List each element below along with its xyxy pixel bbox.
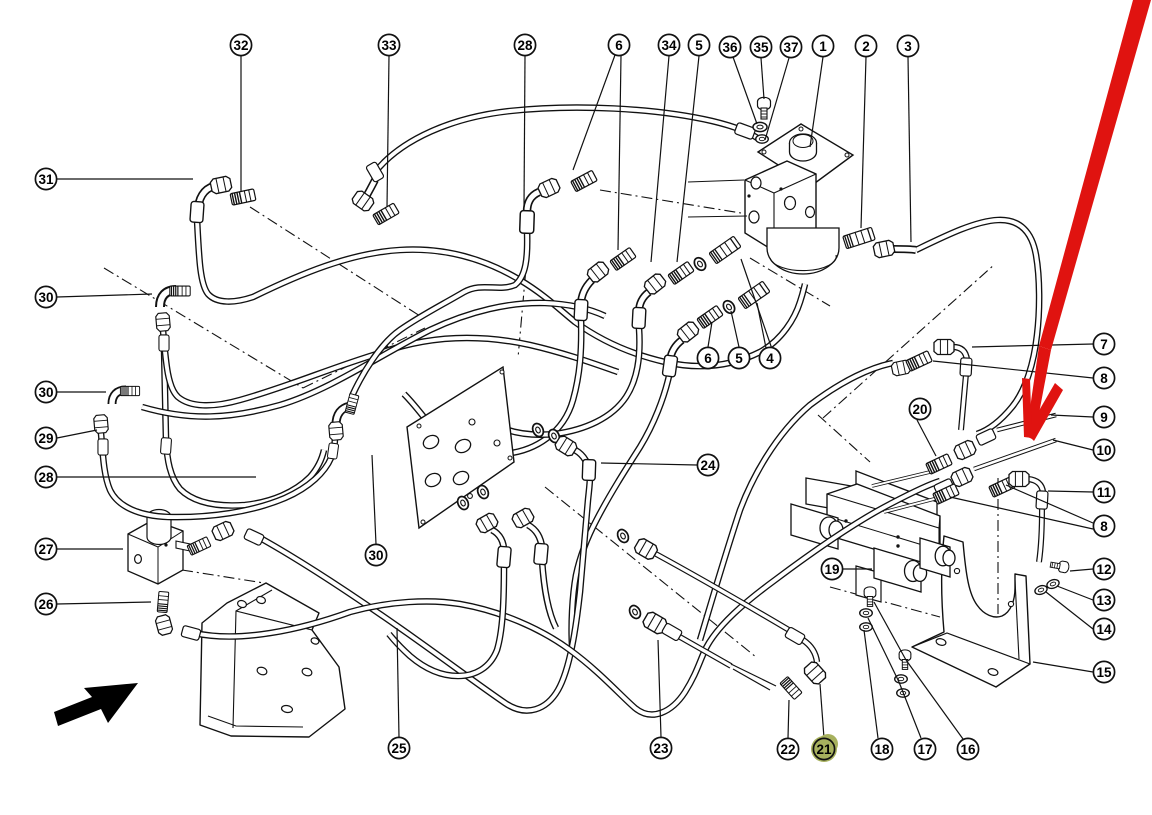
- svg-text:32: 32: [233, 38, 248, 53]
- svg-text:18: 18: [874, 742, 890, 757]
- svg-text:6: 6: [615, 38, 623, 53]
- svg-text:26: 26: [38, 597, 54, 612]
- svg-text:36: 36: [722, 40, 738, 55]
- svg-text:28: 28: [38, 470, 54, 485]
- svg-text:3: 3: [904, 39, 912, 54]
- svg-text:27: 27: [38, 542, 53, 557]
- svg-text:31: 31: [38, 172, 54, 187]
- svg-text:10: 10: [1096, 443, 1111, 458]
- svg-text:11: 11: [1097, 485, 1112, 500]
- svg-text:5: 5: [695, 38, 703, 53]
- svg-text:6: 6: [704, 351, 712, 366]
- svg-text:7: 7: [1100, 337, 1108, 352]
- svg-text:23: 23: [653, 741, 669, 756]
- svg-text:9: 9: [1100, 410, 1108, 425]
- svg-text:29: 29: [38, 431, 53, 446]
- svg-text:2: 2: [862, 39, 870, 54]
- svg-text:1: 1: [819, 39, 827, 54]
- svg-text:22: 22: [780, 742, 795, 757]
- svg-text:28: 28: [517, 38, 533, 53]
- svg-text:30: 30: [368, 548, 383, 563]
- svg-text:20: 20: [912, 402, 927, 417]
- svg-text:34: 34: [661, 38, 677, 53]
- svg-text:25: 25: [391, 741, 407, 756]
- svg-text:13: 13: [1096, 593, 1112, 608]
- svg-text:15: 15: [1096, 665, 1112, 680]
- svg-text:4: 4: [766, 351, 774, 366]
- svg-text:19: 19: [824, 562, 839, 577]
- svg-text:5: 5: [735, 351, 743, 366]
- svg-text:17: 17: [917, 742, 932, 757]
- svg-text:24: 24: [700, 458, 716, 473]
- svg-text:16: 16: [960, 742, 976, 757]
- svg-text:8: 8: [1100, 371, 1108, 386]
- svg-text:35: 35: [753, 40, 769, 55]
- svg-text:12: 12: [1096, 562, 1111, 577]
- svg-text:30: 30: [38, 290, 53, 305]
- svg-text:8: 8: [1100, 519, 1108, 534]
- svg-text:14: 14: [1096, 622, 1112, 637]
- svg-text:21: 21: [816, 742, 832, 757]
- svg-text:33: 33: [381, 38, 397, 53]
- svg-text:30: 30: [38, 385, 53, 400]
- svg-text:37: 37: [783, 40, 798, 55]
